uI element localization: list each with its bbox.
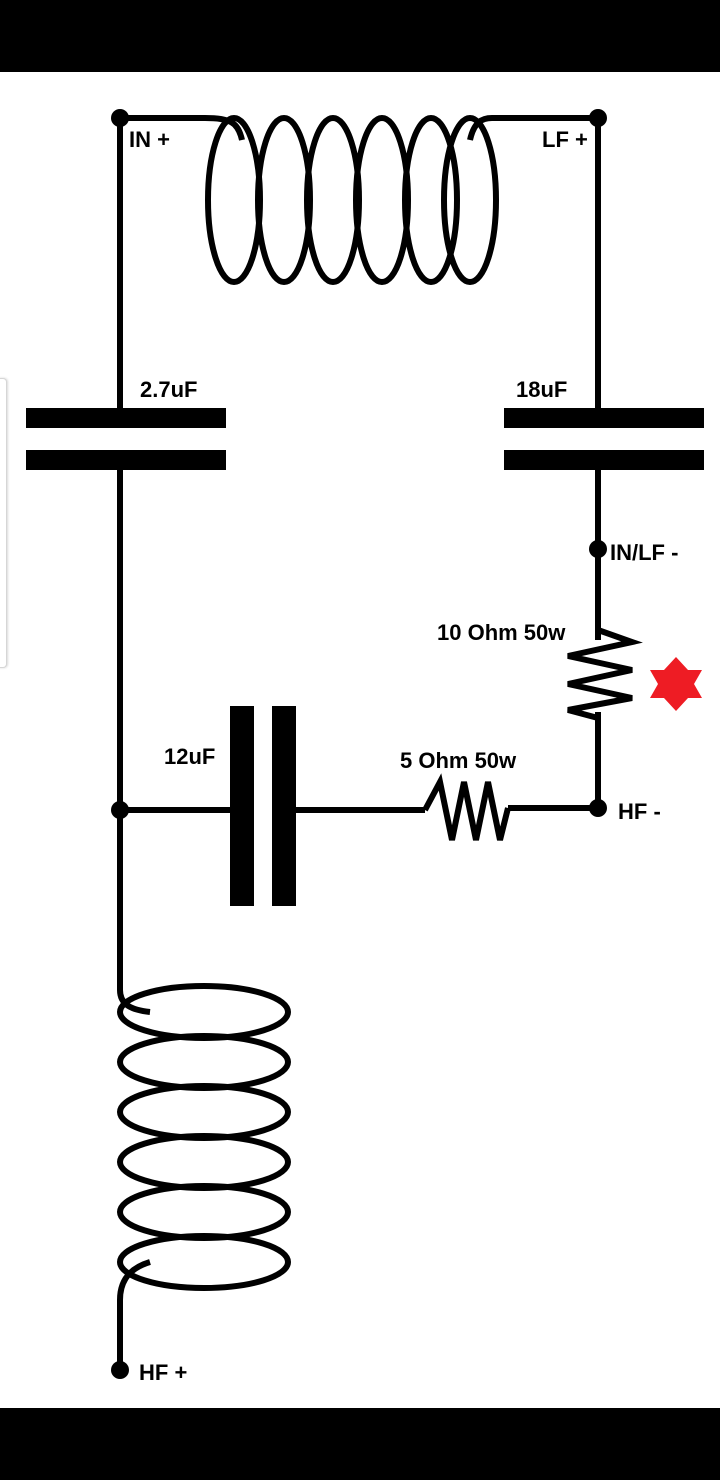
capacitor-2-7uf bbox=[26, 408, 226, 470]
label-5-ohm: 5 Ohm 50w bbox=[400, 748, 517, 773]
resistor-5ohm bbox=[422, 773, 511, 841]
capacitor-12uf bbox=[230, 706, 296, 906]
star-marker-icon bbox=[650, 657, 702, 711]
label-10-ohm: 10 Ohm 50w bbox=[437, 620, 566, 645]
label-hf-minus: HF - bbox=[618, 799, 661, 824]
resistor-10ohm bbox=[567, 627, 643, 721]
node-junction-left bbox=[111, 801, 129, 819]
node-in-lf-minus bbox=[589, 540, 607, 558]
label-hf-plus: HF + bbox=[139, 1360, 187, 1385]
node-in-plus bbox=[111, 109, 129, 127]
node-hf-plus bbox=[111, 1361, 129, 1379]
label-18uf: 18uF bbox=[516, 377, 567, 402]
status-bar bbox=[0, 0, 720, 72]
label-in-lf-minus: IN/LF - bbox=[610, 540, 678, 565]
node-lf-plus bbox=[589, 109, 607, 127]
navigation-bar bbox=[0, 1408, 720, 1480]
node-hf-minus bbox=[589, 799, 607, 817]
capacitor-18uf bbox=[504, 408, 704, 470]
label-2-7uf: 2.7uF bbox=[140, 377, 197, 402]
label-lf-plus: LF + bbox=[542, 127, 588, 152]
label-in-plus: IN + bbox=[129, 127, 170, 152]
label-12uf: 12uF bbox=[164, 744, 215, 769]
inductor-top bbox=[120, 115, 598, 285]
inductor-bottom bbox=[117, 920, 291, 1328]
edge-panel-handle[interactable] bbox=[0, 378, 7, 668]
